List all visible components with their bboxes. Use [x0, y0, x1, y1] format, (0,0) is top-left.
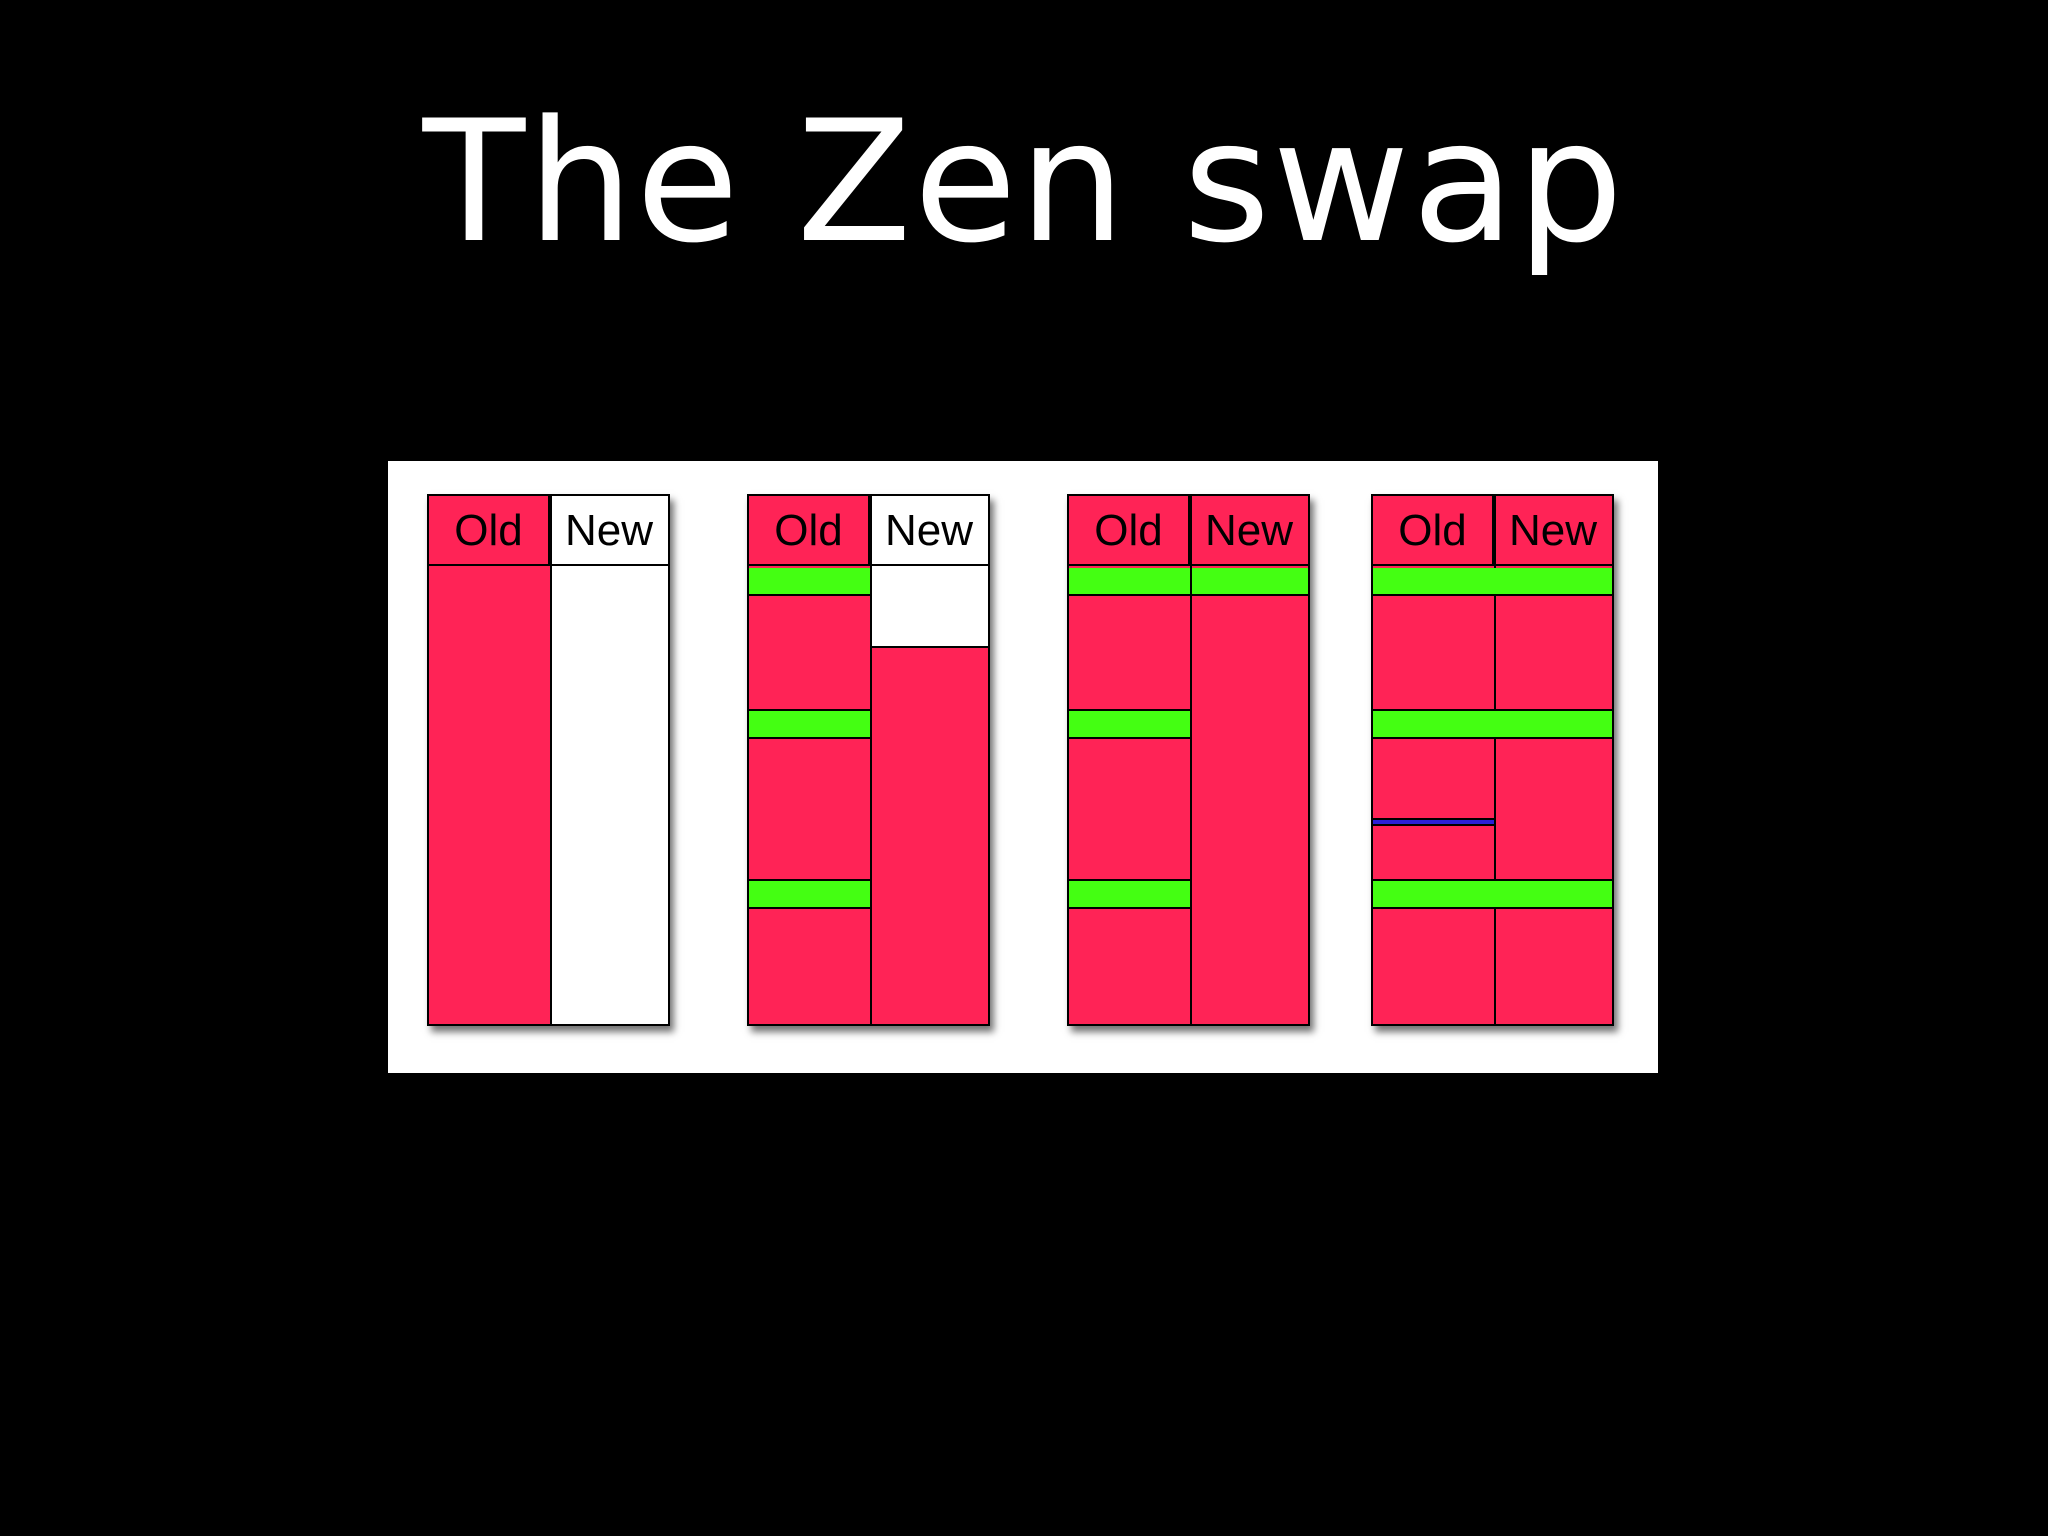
marker-stripe [1069, 568, 1308, 594]
stripe-border [1373, 907, 1612, 909]
new-data-block [872, 648, 988, 1024]
old-data-block [1373, 566, 1494, 1024]
marker-stripe [749, 568, 870, 594]
column-divider [1494, 496, 1496, 1024]
marker-stripe [749, 711, 870, 737]
stripe-border [749, 594, 870, 596]
new-data-block [1496, 566, 1612, 1024]
stripe-border [1373, 709, 1612, 711]
stripe-border [749, 709, 870, 711]
old-data-block [429, 566, 550, 1024]
marker-stripe [1373, 711, 1612, 737]
column-divider [870, 496, 872, 1024]
marker-stripe [749, 881, 870, 907]
stripe-border [1069, 594, 1308, 596]
stripe-border [749, 879, 870, 881]
new-column-header: New [870, 496, 988, 566]
stripe-border [749, 737, 870, 739]
stage-3: Old New [1067, 494, 1310, 1026]
old-column-header: Old [429, 496, 550, 566]
new-empty-block [872, 566, 988, 646]
pointer-marker [1373, 818, 1494, 826]
old-data-block [749, 566, 870, 1024]
stage-1: Old New [427, 494, 670, 1026]
stripe-border [1069, 907, 1190, 909]
stripe-border [1373, 594, 1612, 596]
marker-stripe [1373, 568, 1612, 594]
stage-4: Old New [1371, 494, 1614, 1026]
new-data-block [1192, 566, 1308, 1024]
stripe-border [1069, 709, 1190, 711]
column-divider [550, 496, 552, 1024]
old-data-block [1069, 566, 1190, 1024]
diagram-panel: Old New Old New Old New [388, 461, 1658, 1073]
old-column-header: Old [1373, 496, 1494, 566]
new-empty-block [552, 566, 668, 1024]
stripe-border [1069, 737, 1190, 739]
old-column-header: Old [1069, 496, 1190, 566]
marker-stripe [1069, 881, 1190, 907]
new-column-header: New [1190, 496, 1308, 566]
old-column-header: Old [749, 496, 870, 566]
stripe-border [749, 907, 870, 909]
marker-stripe [1373, 881, 1612, 907]
stripe-border [1373, 737, 1612, 739]
new-column-header: New [1494, 496, 1612, 566]
stripe-border [1373, 879, 1612, 881]
marker-stripe [1069, 711, 1190, 737]
stripe-border [1069, 879, 1190, 881]
new-column-header: New [550, 496, 668, 566]
fill-boundary [872, 646, 988, 648]
slide-title: The Zen swap [422, 84, 1626, 280]
column-divider [1190, 496, 1192, 1024]
stage-2: Old New [747, 494, 990, 1026]
